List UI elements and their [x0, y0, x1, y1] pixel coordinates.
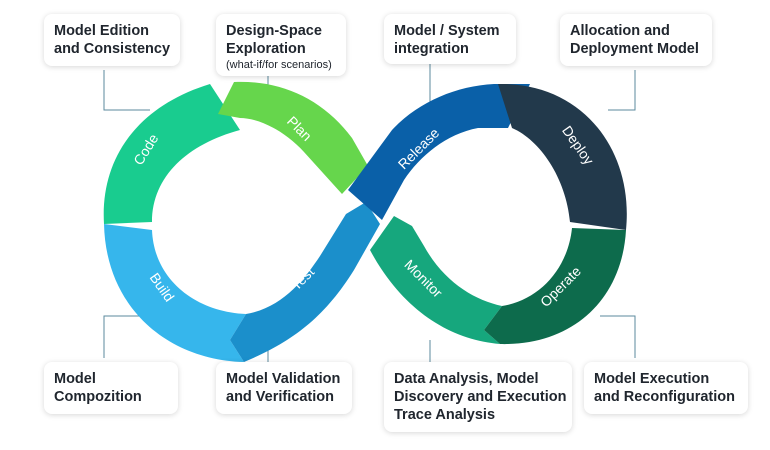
connector-operate — [600, 315, 636, 358]
segment-build[interactable] — [104, 224, 246, 362]
card-plan: Design-Space Exploration (what-if/for sc… — [216, 14, 346, 76]
segment-deploy[interactable] — [498, 83, 627, 230]
segment-monitor[interactable] — [370, 216, 502, 344]
segment-test[interactable] — [230, 202, 380, 362]
segment-code[interactable] — [103, 84, 241, 224]
card-test-line2: and Verification — [226, 389, 334, 405]
card-test-line1: Model Validation — [226, 371, 341, 387]
card-operate: Model Execution and Reconfiguration — [584, 362, 748, 414]
card-plan-line2: Exploration — [226, 41, 306, 57]
card-code-line2: and Consistency — [54, 41, 171, 57]
card-monitor: Data Analysis, Model Discovery and Execu… — [384, 362, 572, 432]
card-build-line1: Model — [54, 371, 96, 387]
segment-operate[interactable] — [484, 228, 626, 345]
card-release-line1: Model / System — [394, 23, 500, 39]
card-monitor-line1: Data Analysis, Model — [394, 371, 539, 387]
card-release: Model / System integration — [384, 14, 516, 64]
connector-lines — [103, 64, 636, 362]
card-monitor-line2: Discovery and Execution — [394, 389, 567, 405]
card-deploy-line1: Allocation and — [570, 23, 670, 39]
segment-plan[interactable] — [218, 81, 368, 194]
segment-release[interactable] — [348, 84, 530, 220]
card-build: Model Compozition — [44, 362, 178, 414]
connector-code — [103, 70, 150, 111]
card-code-line1: Model Edition — [54, 23, 150, 39]
card-deploy: Allocation and Deployment Model — [560, 14, 712, 66]
card-operate-line1: Model Execution — [594, 371, 710, 387]
card-plan-line1: Design-Space — [226, 23, 322, 39]
card-operate-line2: and Reconfiguration — [594, 389, 735, 405]
connector-build — [103, 315, 150, 358]
card-deploy-line2: Deployment Model — [570, 41, 699, 57]
card-code: Model Edition and Consistency — [44, 14, 180, 66]
connector-deploy — [608, 70, 636, 111]
card-build-line2: Compozition — [54, 389, 142, 405]
card-plan-note: (what-if/for scenarios) — [226, 59, 332, 71]
card-test: Model Validation and Verification — [216, 362, 352, 414]
card-release-line2: integration — [394, 41, 469, 57]
card-monitor-line3: Trace Analysis — [394, 407, 496, 423]
